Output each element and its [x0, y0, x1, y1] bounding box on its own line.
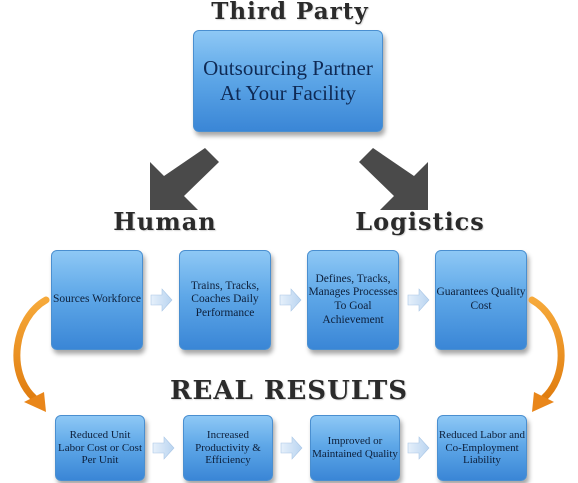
process-box-label: Defines, Tracks, Manages Processes To Go…	[308, 272, 398, 326]
result-box-label: Improved or Maintained Quality	[312, 435, 398, 460]
result-box-quality: Improved or Maintained Quality	[310, 415, 400, 481]
heading-human: Human	[113, 207, 217, 236]
chevron-right-icon	[279, 288, 302, 312]
heading-third-party: Third Party	[211, 0, 369, 25]
process-box-label: Sources Workforce	[53, 293, 141, 306]
result-box-label: Reduced Unit Labor Cost or Cost Per Unit	[57, 428, 143, 467]
result-box-reduced-cost: Reduced Unit Labor Cost or Cost Per Unit	[55, 415, 145, 481]
chevron-right-icon	[407, 436, 430, 460]
process-box-defines: Defines, Tracks, Manages Processes To Go…	[307, 250, 399, 350]
process-box-sources: Sources Workforce	[51, 250, 143, 350]
curved-arrow-right-icon	[528, 296, 565, 412]
chevron-right-icon	[152, 436, 175, 460]
result-box-label: Increased Productivity & Efficiency	[195, 428, 261, 467]
dark-arrow-left-icon	[150, 148, 219, 210]
process-box-label: Guarantees Quality Cost	[436, 286, 526, 312]
outsourcing-partner-box: Outsourcing Partner At Your Facility	[193, 30, 383, 132]
result-box-productivity: Increased Productivity & Efficiency	[183, 415, 273, 481]
chevron-right-icon	[280, 436, 303, 460]
heading-logistics: Logistics	[355, 207, 485, 236]
chevron-right-icon	[407, 288, 430, 312]
process-box-guarantees: Guarantees Quality Cost	[435, 250, 527, 350]
outsourcing-partner-label: Outsourcing Partner At Your Facility	[203, 56, 373, 105]
chevron-right-icon	[150, 288, 173, 312]
process-box-trains: Trains, Tracks, Coaches Daily Performanc…	[179, 250, 271, 350]
dark-arrow-right-icon	[359, 148, 428, 210]
process-box-label: Trains, Tracks, Coaches Daily Performanc…	[190, 279, 260, 319]
result-box-liability: Reduced Labor and Co-Employment Liabilit…	[437, 415, 527, 481]
result-box-label: Reduced Labor and Co-Employment Liabilit…	[438, 428, 526, 467]
heading-real-results: REAL RESULTS	[169, 376, 409, 406]
curved-arrow-left-icon	[13, 296, 50, 412]
